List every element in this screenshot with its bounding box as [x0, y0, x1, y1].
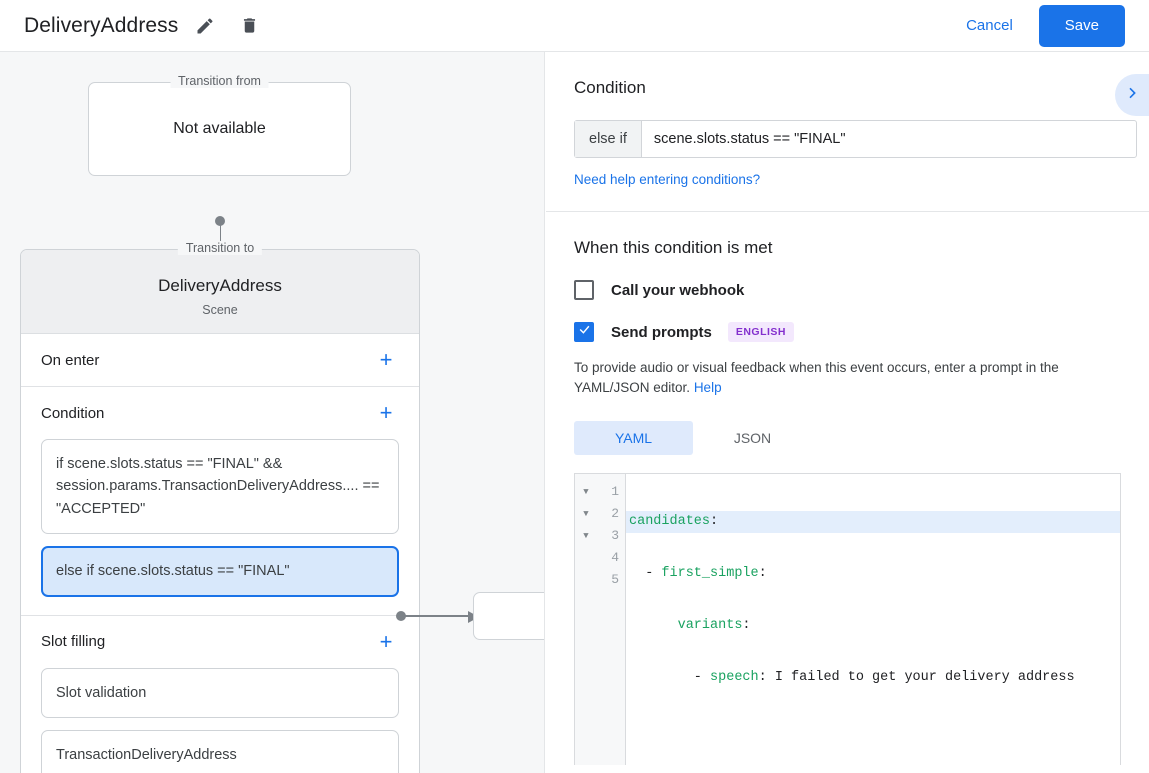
line-number: 1 [611, 484, 619, 499]
line-number: 4 [611, 550, 619, 565]
transition-to-node[interactable]: Transition to DeliveryAddress Scene On e… [20, 241, 420, 773]
prompts-help-link[interactable]: Help [693, 380, 722, 396]
transition-to-header: DeliveryAddress Scene [21, 250, 419, 334]
code-colon: : [758, 565, 767, 581]
transition-from-node[interactable]: Transition from Not available [88, 74, 351, 176]
line-number: 5 [611, 572, 619, 587]
send-prompts-label: Send prompts [611, 323, 712, 341]
chevron-right-icon [1124, 85, 1140, 106]
line-number: 3 [611, 528, 619, 543]
section-slot-filling: Slot filling + Slot validation Transacti… [21, 616, 419, 773]
section-header: Slot filling + [41, 616, 399, 668]
language-badge: ENGLISH [727, 322, 795, 342]
yaml-editor[interactable]: ▼1 ▼2 ▼3 4 5 candidates: - first_simple:… [574, 472, 1121, 765]
fold-toggle-icon[interactable]: ▼ [583, 508, 589, 519]
code-line[interactable] [626, 719, 1120, 741]
cancel-button[interactable]: Cancel [952, 9, 1027, 42]
when-met-heading: When this condition is met [574, 238, 773, 257]
editor-gutter: ▼1 ▼2 ▼3 4 5 [575, 473, 626, 765]
code-indent: - [629, 669, 711, 685]
trash-icon [240, 16, 259, 35]
gutter-line: ▼1 [575, 481, 625, 503]
flow-canvas[interactable]: Transition from Not available Transition… [0, 52, 545, 773]
condition-field-row: else if [574, 120, 1137, 158]
add-condition-button[interactable]: + [379, 400, 393, 425]
code-key: first_simple [661, 565, 759, 581]
section-header: Condition + [41, 387, 399, 439]
check-icon [578, 323, 591, 341]
section-header: On enter + [41, 334, 399, 386]
section-on-enter: On enter + [21, 334, 419, 387]
top-bar: DeliveryAddress Cancel Save [0, 0, 1149, 52]
page-title: DeliveryAddress [24, 13, 179, 37]
code-line[interactable]: - first_simple: [626, 563, 1120, 585]
condition-item-selected[interactable]: else if scene.slots.status == "FINAL" [41, 546, 399, 597]
when-met-block: When this condition is met Call your web… [546, 212, 1149, 773]
condition-item[interactable]: if scene.slots.status == "FINAL" && sess… [41, 439, 399, 535]
section-condition: Condition + if scene.slots.status == "FI… [21, 387, 419, 616]
prompts-row[interactable]: Send prompts ENGLISH [574, 322, 1121, 342]
target-node[interactable] [473, 592, 544, 640]
code-value: I failed to get your delivery address [766, 669, 1075, 685]
spacer [41, 609, 399, 615]
code-key: speech [710, 669, 759, 685]
edge-source-dot [396, 611, 406, 621]
code-colon: : [742, 617, 751, 633]
webhook-label: Call your webhook [611, 281, 745, 299]
webhook-checkbox[interactable] [574, 280, 594, 300]
edit-button[interactable] [188, 9, 222, 43]
condition-input[interactable] [641, 121, 1136, 157]
condition-prefix-label: else if [575, 121, 642, 157]
code-line[interactable]: variants: [626, 615, 1120, 637]
transition-from-legend: Transition from [170, 74, 269, 88]
prompts-description-text: To provide audio or visual feedback when… [574, 360, 1059, 396]
condition-heading: Condition [574, 78, 646, 97]
add-slot-filling-button[interactable]: + [379, 628, 393, 654]
code-indent: - [629, 565, 662, 581]
code-key: candidates [629, 513, 711, 529]
tab-json[interactable]: JSON [733, 429, 772, 446]
code-indent [629, 618, 678, 633]
code-line[interactable]: - speech: I failed to get your delivery … [626, 667, 1120, 689]
section-title: Condition [41, 404, 105, 422]
delete-button[interactable] [232, 9, 266, 43]
slot-validation-item[interactable]: Slot validation [41, 667, 399, 719]
add-on-enter-button[interactable]: + [379, 347, 393, 372]
fold-toggle-icon[interactable]: ▼ [583, 486, 589, 497]
transition-from-value: Not available [173, 120, 266, 137]
save-button[interactable]: Save [1038, 4, 1125, 47]
transition-to-legend: Transition to [177, 241, 263, 255]
collapse-panel-button[interactable] [1115, 74, 1149, 116]
section-title: On enter [41, 351, 100, 369]
gutter-line: ▼2 [575, 503, 625, 525]
line-number: 2 [611, 506, 619, 521]
send-prompts-checkbox[interactable] [574, 322, 594, 342]
code-colon: : [710, 513, 719, 529]
edge-line [404, 615, 472, 617]
editor-format-tabs: YAML JSON [574, 420, 1121, 455]
transition-to-subtitle: Scene [202, 303, 238, 317]
section-title: Slot filling [41, 633, 106, 651]
gutter-line: ▼3 [575, 525, 625, 547]
transition-to-title: DeliveryAddress [158, 276, 282, 295]
code-key: variants [677, 617, 743, 633]
fold-toggle-icon[interactable]: ▼ [583, 530, 589, 541]
code-colon: : [758, 669, 767, 685]
code-line[interactable]: candidates: [626, 510, 1120, 533]
tab-yaml[interactable]: YAML [574, 420, 693, 455]
condition-help-link[interactable]: Need help entering conditions? [574, 172, 761, 187]
gutter-line: 4 [575, 547, 625, 569]
webhook-row[interactable]: Call your webhook [574, 280, 1121, 300]
details-panel: Condition else if Need help entering con… [546, 52, 1149, 773]
gutter-line: 5 [575, 569, 625, 591]
condition-block: Condition else if Need help entering con… [546, 52, 1149, 211]
slot-item[interactable]: TransactionDeliveryAddress [41, 730, 399, 773]
pencil-icon [195, 16, 215, 36]
editor-code-area[interactable]: candidates: - first_simple: variants: - … [626, 474, 1120, 765]
prompts-description: To provide audio or visual feedback when… [574, 358, 1134, 399]
panel-divider [546, 211, 1149, 212]
